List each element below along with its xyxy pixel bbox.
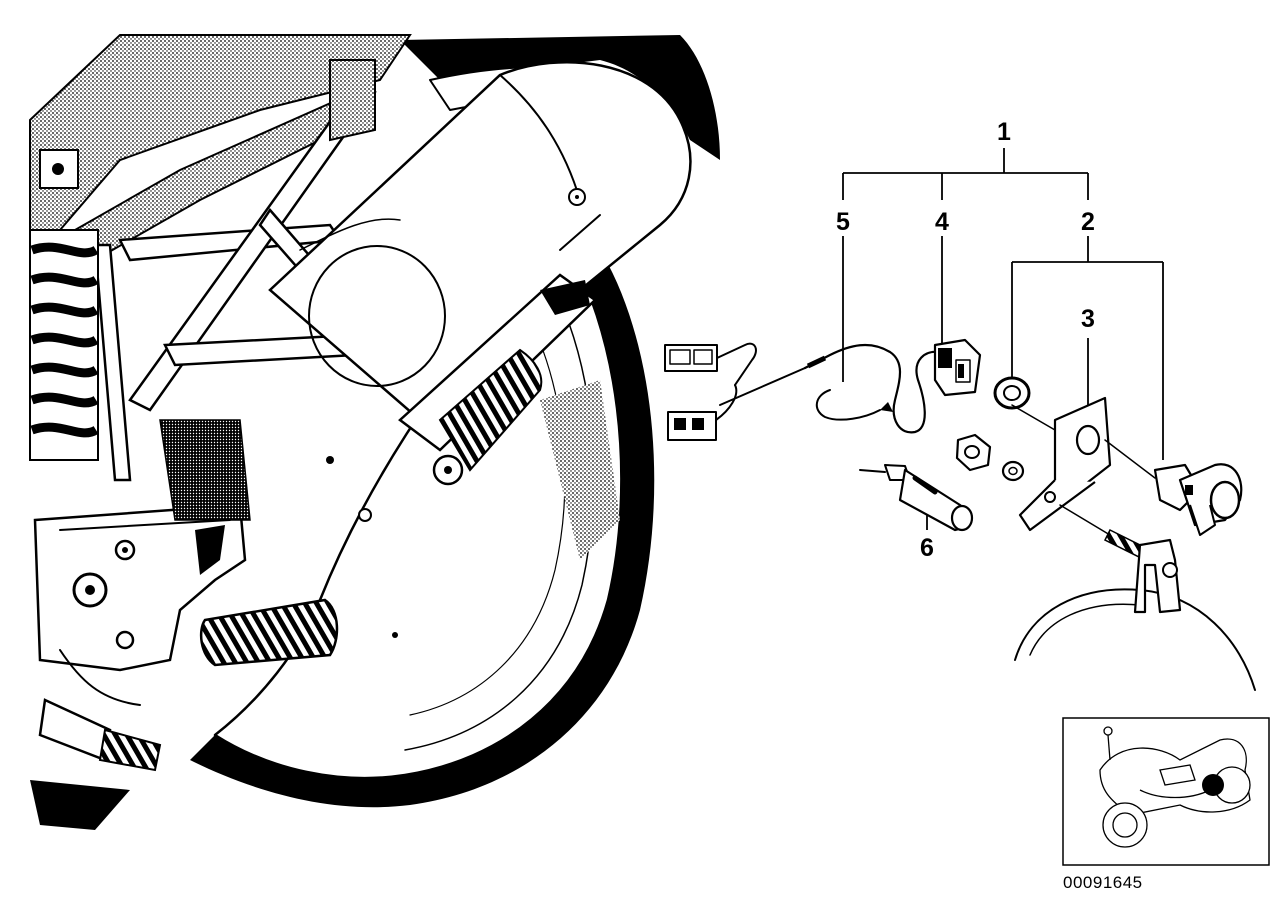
lock-nut	[993, 376, 1031, 410]
hex-nut	[955, 433, 992, 472]
location-marker	[1202, 774, 1224, 796]
clamp-screw	[1059, 504, 1152, 562]
frame-clamp	[1014, 538, 1256, 691]
mounting-bracket-item-3	[1011, 396, 1112, 532]
callout-5: 5	[836, 208, 850, 236]
shock-spring	[29, 229, 99, 461]
motorcycle-rear-illustration	[29, 34, 720, 830]
rear-fender	[400, 35, 720, 160]
callout-1: 1	[997, 118, 1011, 146]
parts-explosion: 1 5 4 2 3 6	[664, 118, 1256, 691]
callout-4: 4	[935, 208, 949, 236]
washer	[1001, 460, 1025, 482]
footrest-peg	[199, 598, 339, 667]
mounting-point-highlight	[308, 245, 446, 387]
callout-2: 2	[1081, 208, 1095, 236]
harness-connector-lower	[667, 367, 806, 441]
motorcycle-location-thumbnail	[1062, 717, 1270, 866]
harness-connector-upper	[664, 342, 757, 386]
callout-6: 6	[920, 534, 934, 562]
side-stand	[398, 273, 597, 486]
cable-item-5	[803, 343, 942, 434]
callout-3: 3	[1081, 305, 1095, 333]
footrest-bracket	[33, 503, 247, 706]
socket-item-2	[1104, 439, 1243, 536]
brake-pedal	[30, 698, 162, 830]
connector-item-4	[933, 338, 982, 397]
plug-item-6	[859, 464, 974, 532]
exhaust-silencer	[268, 60, 692, 422]
catalog-number: 00091645	[1063, 873, 1143, 892]
